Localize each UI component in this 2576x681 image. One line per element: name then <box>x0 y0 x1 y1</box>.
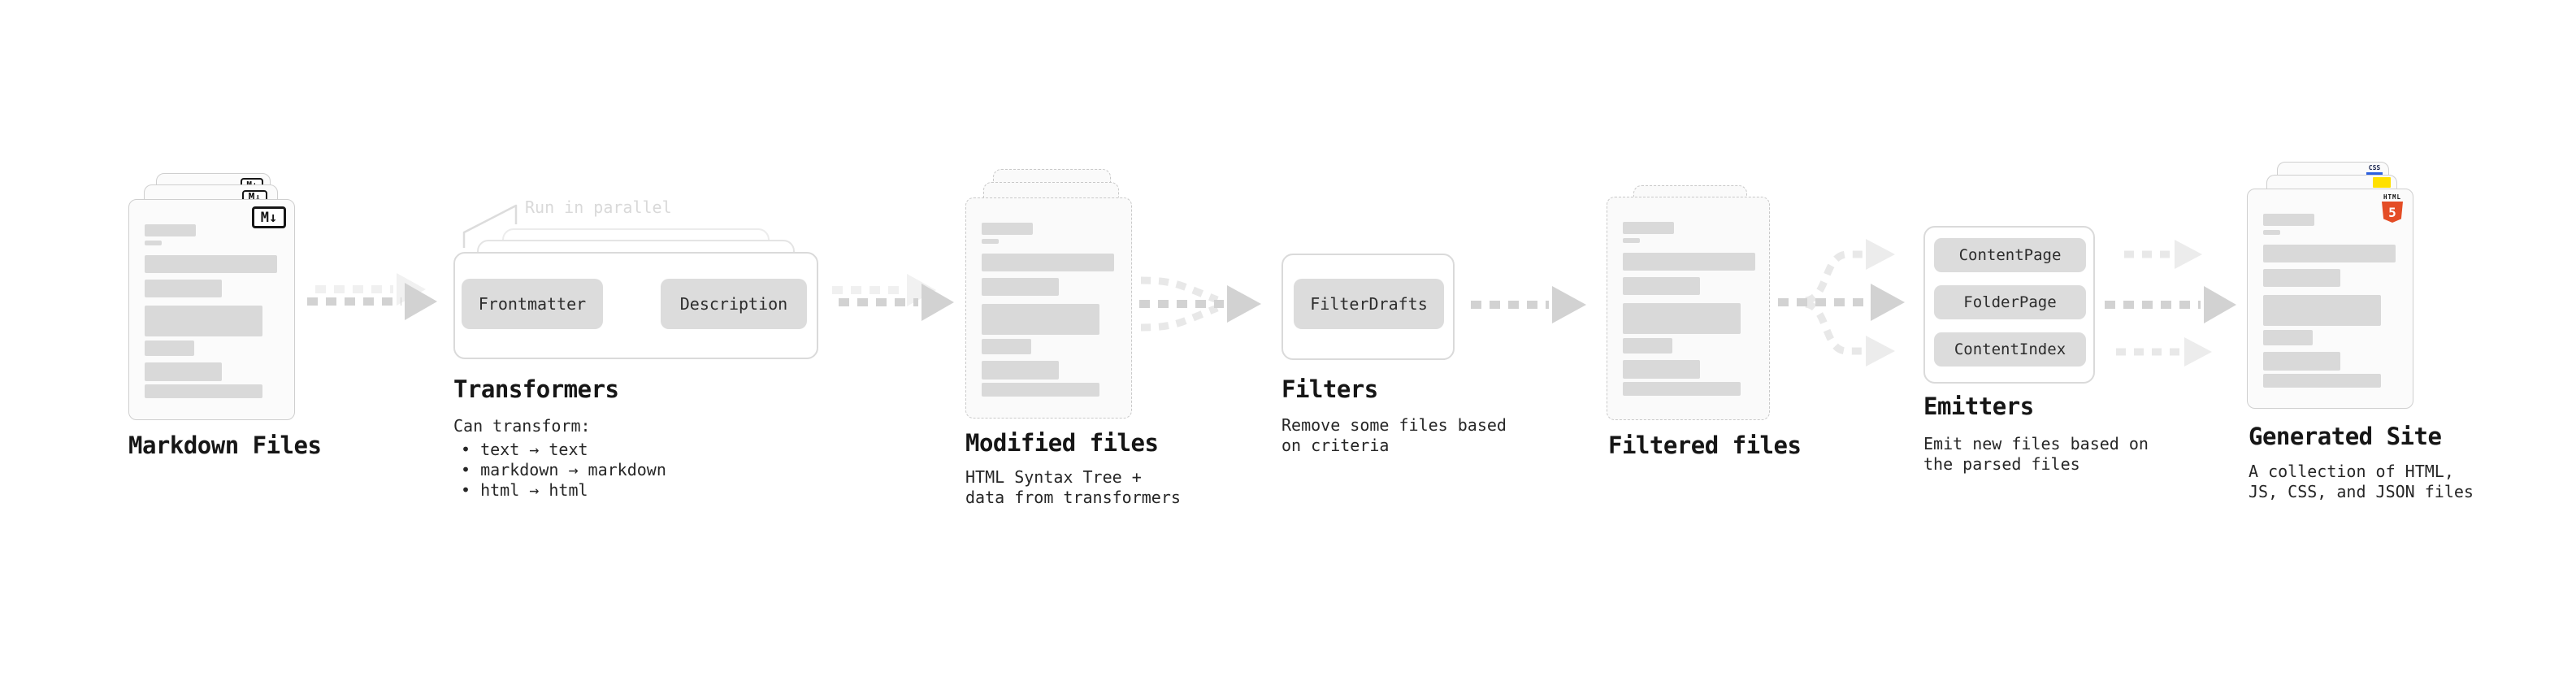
generated-file-card-front: HTML 5 <box>2247 189 2413 409</box>
generated-site-stack: CSS HTML 5 <box>2247 162 2413 409</box>
stage-title-filtered-files: Filtered files <box>1608 432 1802 459</box>
css-icon: CSS <box>2366 165 2383 175</box>
content-placeholder-bar <box>145 255 277 273</box>
stage-title-emitters: Emitters <box>1923 393 2034 420</box>
filters-desc-2: on criteria <box>1281 436 1390 455</box>
content-placeholder-bar <box>982 254 1114 271</box>
run-in-parallel-callout: Run in parallel <box>525 197 672 217</box>
description-pill-label: Description <box>679 294 788 314</box>
markdown-icon: M↓ <box>252 206 286 228</box>
content-placeholder-bar <box>2263 230 2280 235</box>
transformers-bullet-3: • html → html <box>461 480 588 500</box>
content-placeholder-bar <box>982 239 999 244</box>
arrow-modified-to-filters-merge <box>1139 276 1261 332</box>
html5-icon-shield: 5 <box>2382 202 2403 223</box>
content-placeholder-bar <box>982 383 1099 397</box>
content-placeholder-bar <box>2263 295 2381 326</box>
stage-title-generated-site: Generated Site <box>2249 423 2442 450</box>
content-placeholder-bar <box>1623 338 1672 354</box>
arrow-transformers-to-modified <box>832 274 954 321</box>
stage-title-filters: Filters <box>1281 375 1378 403</box>
folderpage-pill: FolderPage <box>1934 285 2086 319</box>
markdown-files-stack: M↓ M↓ M↓ <box>128 173 295 420</box>
filtered-file-card-front <box>1607 197 1770 420</box>
content-placeholder-bar <box>982 278 1059 296</box>
callout-leader-line <box>462 204 518 248</box>
content-placeholder-bar <box>145 362 222 381</box>
content-placeholder-bar <box>2263 269 2340 287</box>
content-placeholder-bar <box>145 241 162 245</box>
modified-file-card-front <box>965 197 1132 419</box>
filtered-files-stack <box>1607 185 1770 420</box>
content-placeholder-bar <box>982 361 1059 380</box>
arrow-emitters-to-generated <box>2105 240 2236 367</box>
content-placeholder-bar <box>982 304 1099 335</box>
content-placeholder-bar <box>145 384 262 398</box>
content-placeholder-bar <box>2263 352 2340 371</box>
transformers-bullet-2: • markdown → markdown <box>461 460 666 479</box>
filters-desc-1: Remove some files based <box>1281 415 1507 435</box>
arrow-filters-to-filtered <box>1471 286 1586 323</box>
emitters-desc-1: Emit new files based on <box>1923 434 2149 453</box>
filterdrafts-pill: FilterDrafts <box>1294 279 1444 329</box>
arrow-markdown-to-transformers <box>307 273 437 320</box>
frontmatter-pill-label: Frontmatter <box>478 294 587 314</box>
html5-icon: HTML 5 <box>2381 193 2404 223</box>
content-placeholder-bar <box>2263 245 2396 262</box>
modified-files-stack <box>965 169 1132 419</box>
stage-title-transformers: Transformers <box>453 375 619 403</box>
content-placeholder-bar <box>145 224 196 236</box>
content-placeholder-bar <box>2263 330 2313 345</box>
generated-site-desc-1: A collection of HTML, <box>2249 462 2454 481</box>
html5-icon-word: HTML <box>2383 193 2402 201</box>
generated-site-desc-2: JS, CSS, and JSON files <box>2249 482 2474 501</box>
contentpage-pill: ContentPage <box>1934 238 2086 272</box>
js-icon <box>2373 177 2391 188</box>
content-placeholder-bar <box>1623 253 1755 271</box>
content-placeholder-bar <box>982 339 1031 354</box>
description-pill: Description <box>661 279 807 329</box>
folderpage-pill-label: FolderPage <box>1963 293 2057 311</box>
content-placeholder-bar <box>1623 382 1741 396</box>
stage-title-modified-files: Modified files <box>965 429 1159 457</box>
stage-title-markdown-files: Markdown Files <box>128 432 322 459</box>
content-placeholder-bar <box>1623 360 1700 379</box>
markdown-file-card-front: M↓ <box>128 199 295 420</box>
contentindex-pill: ContentIndex <box>1934 332 2086 367</box>
content-placeholder-bar <box>1623 277 1700 295</box>
modified-files-desc-2: data from transformers <box>965 488 1181 507</box>
modified-files-desc-1: HTML Syntax Tree + <box>965 467 1142 487</box>
content-placeholder-bar <box>145 306 262 336</box>
content-placeholder-bar <box>145 280 222 297</box>
content-placeholder-bar <box>145 340 194 356</box>
content-placeholder-bar <box>1623 222 1674 234</box>
content-placeholder-bar <box>1623 303 1741 334</box>
transformers-bullet-1: • text → text <box>461 440 588 459</box>
contentpage-pill-label: ContentPage <box>1958 246 2062 264</box>
content-placeholder-bar <box>1623 238 1640 243</box>
emitters-desc-2: the parsed files <box>1923 454 2080 474</box>
arrow-filtered-to-emitters-diverge <box>1778 239 1905 367</box>
contentindex-pill-label: ContentIndex <box>1954 340 2066 358</box>
transformers-lead-text: Can transform: <box>453 416 591 436</box>
html5-icon-number: 5 <box>2388 204 2396 220</box>
content-placeholder-bar <box>982 223 1033 235</box>
frontmatter-pill: Frontmatter <box>462 279 603 329</box>
filterdrafts-pill-label: FilterDrafts <box>1310 294 1428 314</box>
content-placeholder-bar <box>2263 374 2381 388</box>
content-placeholder-bar <box>2263 214 2314 226</box>
